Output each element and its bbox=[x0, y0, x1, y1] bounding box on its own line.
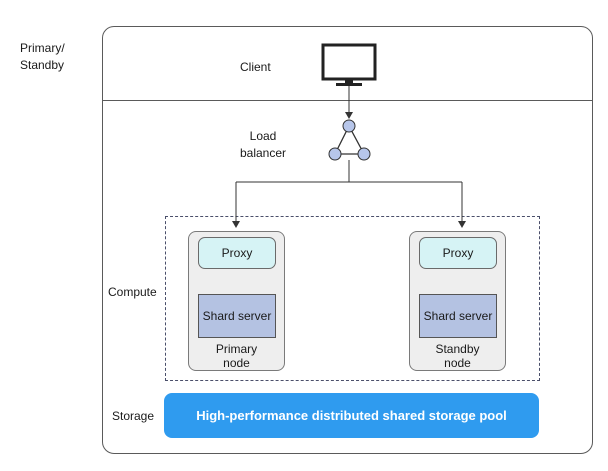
standby-node: Proxy Shard server Standby node bbox=[409, 231, 506, 371]
load-balancer-label: Load balancer bbox=[239, 129, 287, 160]
monitor-icon bbox=[321, 43, 377, 86]
standby-shard-server: Shard server bbox=[419, 294, 497, 338]
standby-node-label: Standby node bbox=[435, 342, 480, 370]
client-tier-divider bbox=[102, 100, 593, 101]
primary-node: Proxy Shard server Primary node bbox=[188, 231, 285, 371]
shared-storage-pool: High-performance distributed shared stor… bbox=[164, 393, 539, 438]
client-label: Client bbox=[240, 60, 271, 74]
compute-label: Compute bbox=[108, 285, 157, 299]
compute-region bbox=[165, 216, 540, 381]
primary-standby-label: Primary/ Standby bbox=[20, 41, 65, 72]
primary-shard-server: Shard server bbox=[198, 294, 276, 338]
primary-node-label: Primary node bbox=[215, 342, 258, 370]
standby-proxy: Proxy bbox=[419, 237, 497, 269]
outer-frame bbox=[102, 26, 593, 454]
storage-label: Storage bbox=[112, 409, 155, 423]
primary-proxy: Proxy bbox=[198, 237, 276, 269]
load-balancer-icon bbox=[328, 119, 371, 161]
